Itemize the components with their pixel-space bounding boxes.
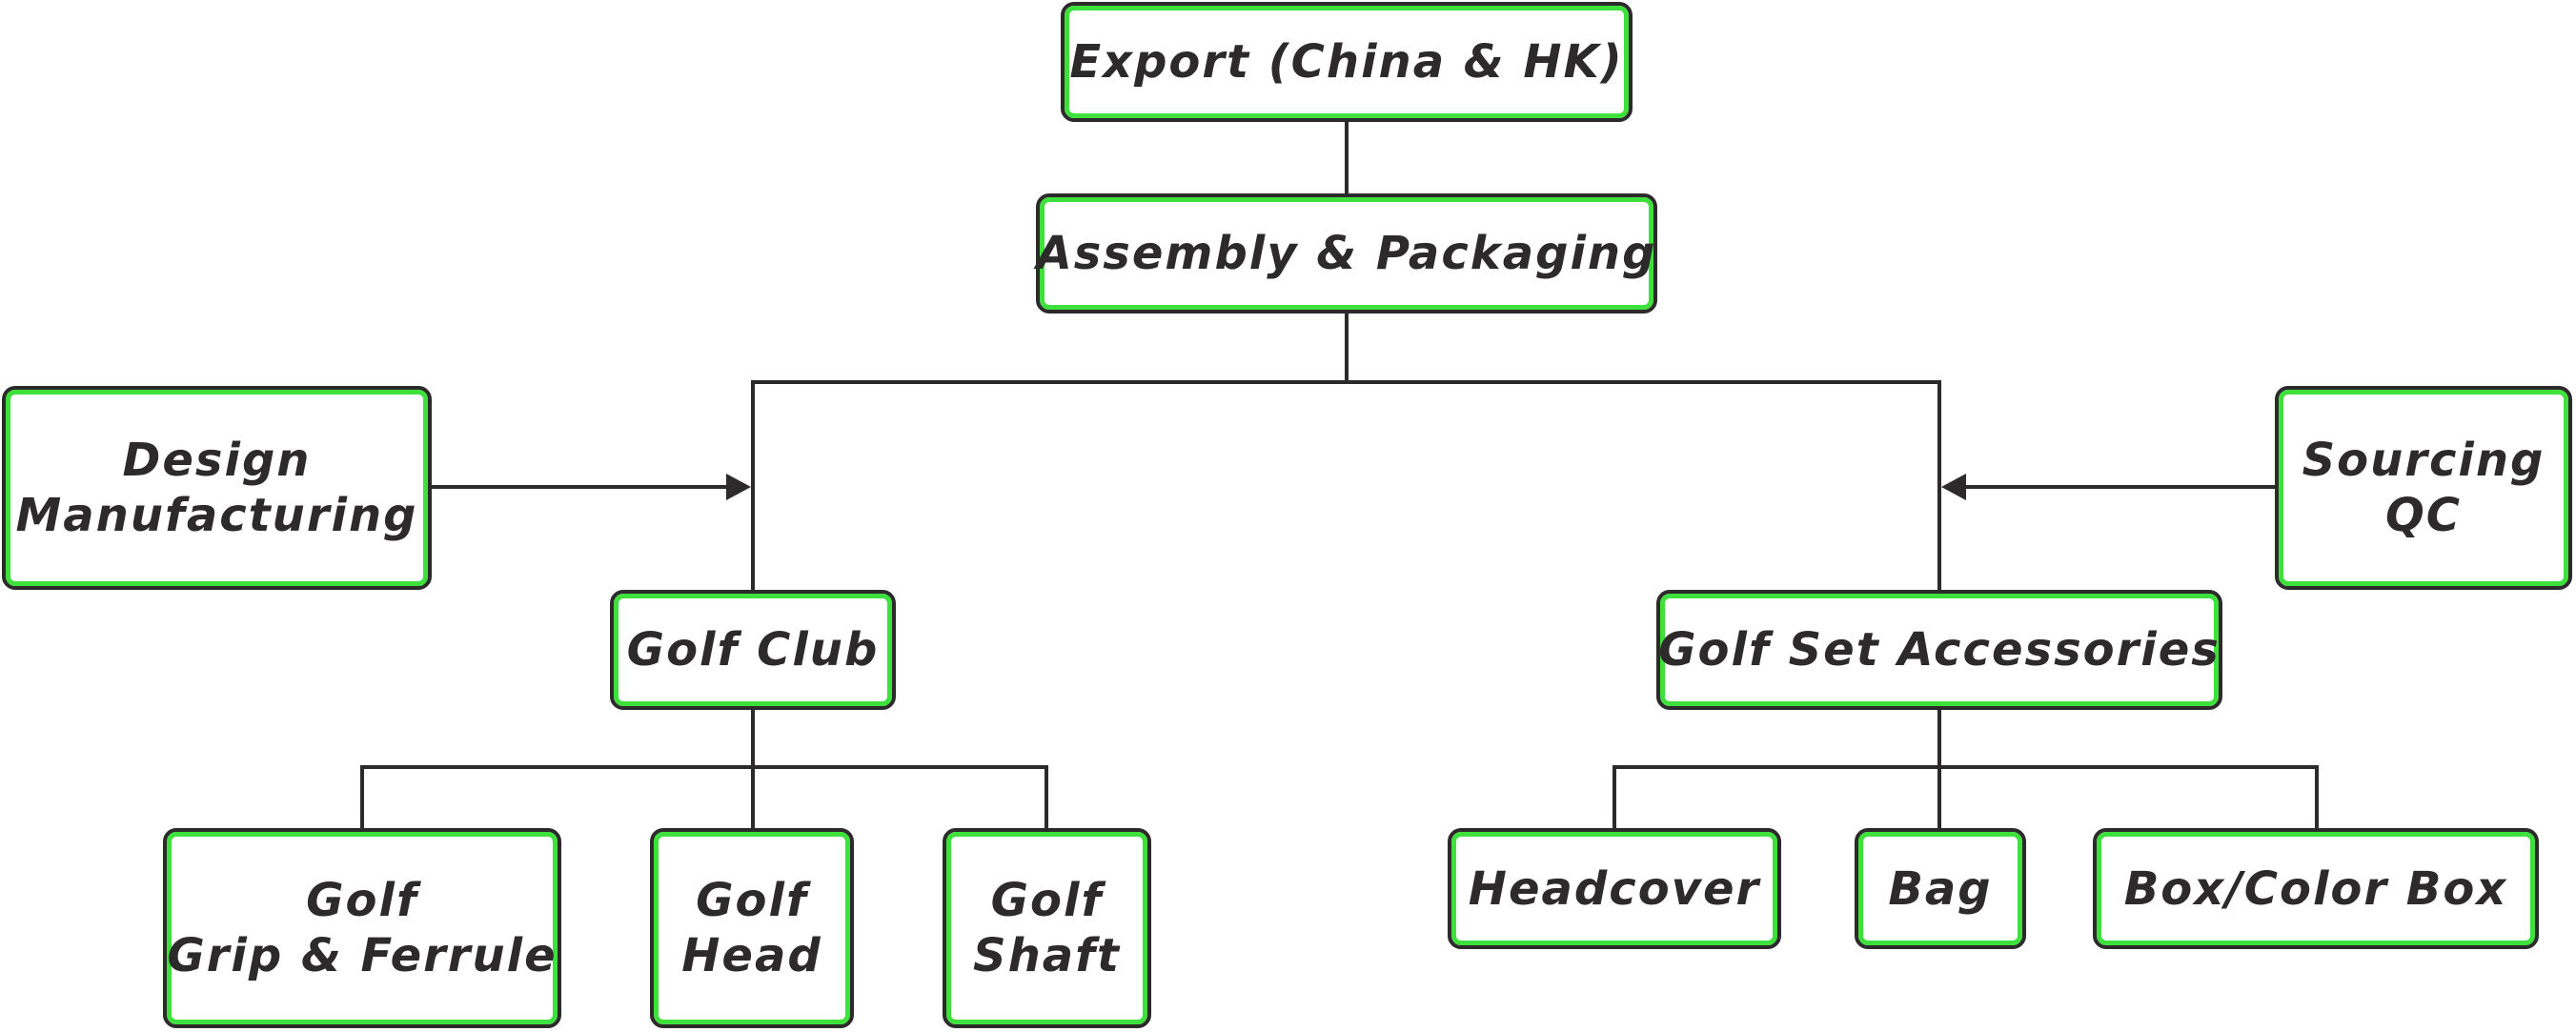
- node-assembly-packaging: Assembly & Packaging: [1036, 193, 1657, 314]
- node-accessories-label: Golf Set Accessories: [1658, 623, 2221, 677]
- node-sourcing-line2: QC: [2384, 489, 2463, 542]
- node-golf-club-label: Golf Club: [626, 623, 880, 677]
- node-sourcing-line1: Sourcing: [2302, 434, 2546, 487]
- node-grip-line1: Golf: [306, 874, 418, 927]
- node-golf-head: Golf Head: [650, 828, 854, 1028]
- node-golf-club: Golf Club: [610, 590, 896, 710]
- node-sourcing-qc: Sourcing QC: [2275, 386, 2572, 590]
- node-headcover-label: Headcover: [1468, 861, 1761, 916]
- node-shaft-line1: Golf: [990, 874, 1104, 927]
- node-golf-set-accessories: Golf Set Accessories: [1656, 590, 2222, 710]
- arrowhead-left-icon: [1941, 474, 1966, 500]
- node-golf-shaft: Golf Shaft: [943, 828, 1151, 1028]
- node-grip-line2: Grip & Ferrule: [167, 929, 558, 982]
- node-design-line2: Manufacturing: [15, 489, 418, 542]
- node-head-line2: Head: [681, 929, 822, 982]
- node-export: Export (China & HK): [1061, 2, 1633, 122]
- node-headcover: Headcover: [1448, 828, 1781, 949]
- node-assembly-label: Assembly & Packaging: [1036, 227, 1657, 280]
- node-design-line1: Design: [122, 434, 312, 487]
- node-bag-label: Bag: [1888, 861, 1993, 916]
- node-box-color-box: Box/Color Box: [2093, 828, 2539, 949]
- node-bag: Bag: [1855, 828, 2026, 949]
- node-golf-grip-ferrule: Golf Grip & Ferrule: [163, 828, 561, 1028]
- node-head-line1: Golf: [696, 874, 808, 927]
- node-box-label: Box/Color Box: [2123, 861, 2508, 916]
- node-design-manufacturing: Design Manufacturing: [2, 386, 432, 590]
- node-shaft-line2: Shaft: [973, 929, 1121, 982]
- node-export-label: Export (China & HK): [1069, 35, 1624, 89]
- arrowhead-right-icon: [726, 474, 751, 500]
